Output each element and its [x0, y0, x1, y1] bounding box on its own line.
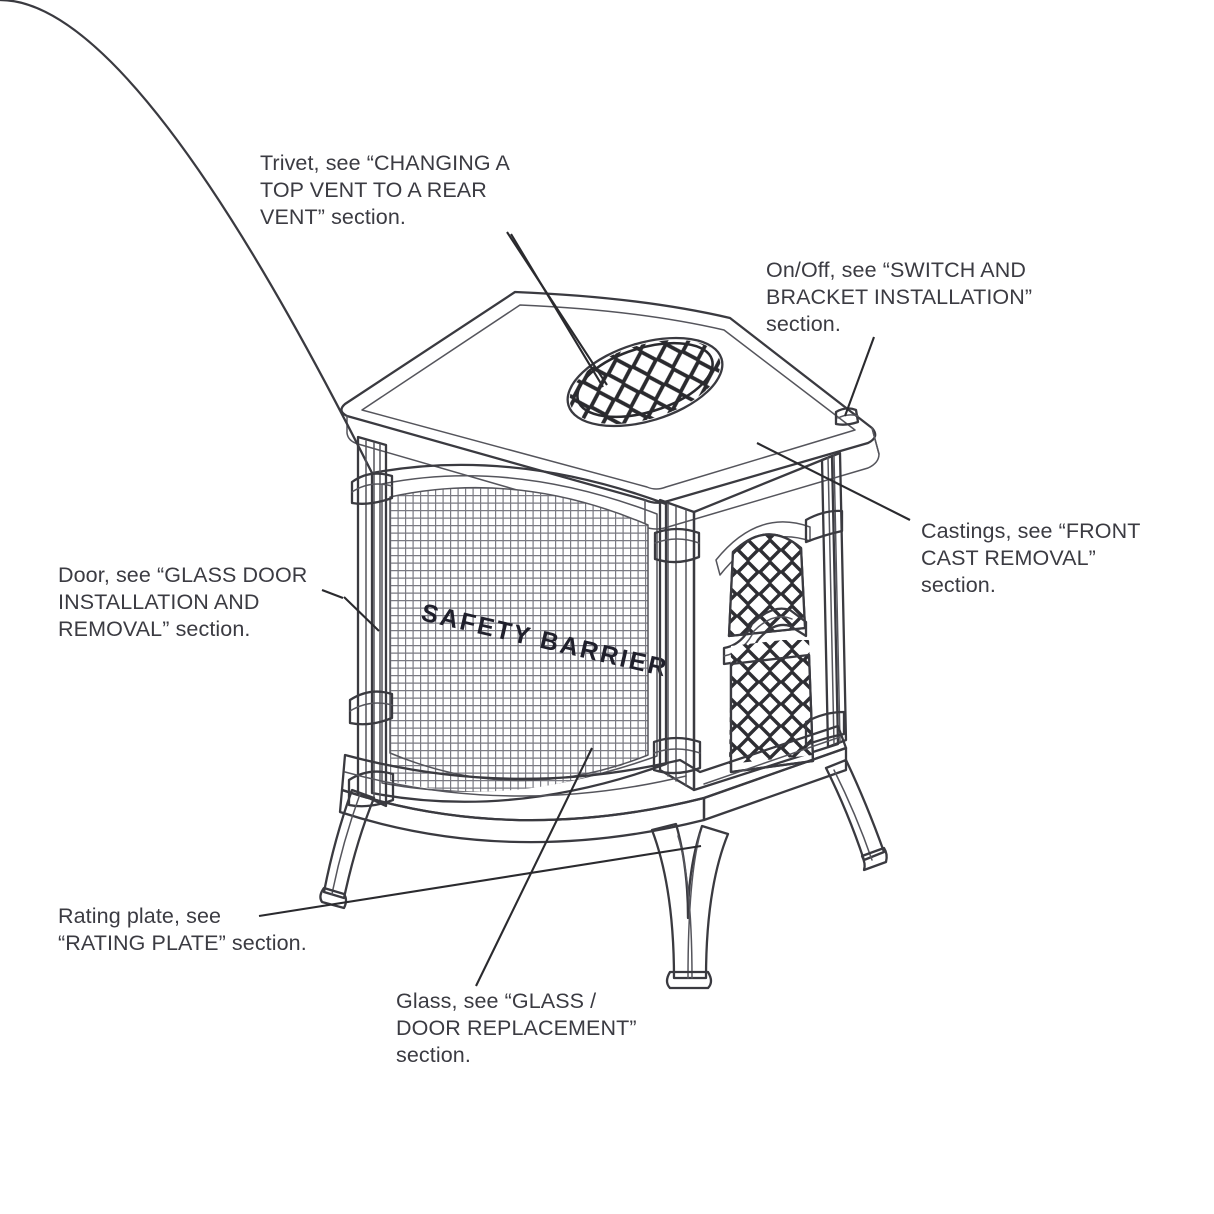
glass-callout: Glass, see “GLASS / DOOR REPLACEMENT” se…: [396, 989, 637, 1067]
castings-callout: Castings, see “FRONT CAST REMOVAL” secti…: [921, 519, 1141, 597]
trivet-callout: Trivet, see “CHANGING A TOP VENT TO A RE…: [260, 151, 510, 229]
rating-plate-callout: Rating plate, see “RATING PLATE” section…: [58, 904, 307, 955]
safety-barrier-mesh: [390, 487, 648, 792]
onoff-callout: On/Off, see “SWITCH AND BRACKET INSTALLA…: [766, 258, 1033, 336]
leader-glass: [475, 747, 593, 987]
right-side-panel: [692, 451, 848, 792]
left-front-column: [347, 435, 395, 808]
leader-castings: [756, 442, 911, 521]
leader-trivet-2: [510, 233, 604, 388]
door-callout: Door, see “GLASS DOOR INSTALLATION AND R…: [58, 563, 308, 641]
stove-body: SAFETY BARRIER: [0, 0, 888, 990]
side-lattice-upper: [727, 533, 807, 638]
leader-door-a: [343, 596, 380, 632]
leader-rating-plate: [258, 844, 702, 918]
base-plinth: [338, 724, 848, 844]
stove-legs: [319, 758, 888, 990]
top-casting: [340, 290, 880, 530]
trivet: [559, 323, 731, 441]
onoff-switch-bracket: [834, 407, 860, 426]
leader-door-b: [321, 589, 344, 599]
trivet-grille: [559, 323, 731, 441]
side-lattice-lower: [729, 640, 815, 774]
leader-lines: [258, 231, 911, 987]
leader-onoff: [844, 336, 875, 417]
front-door-assembly: SAFETY BARRIER: [0, 0, 671, 803]
